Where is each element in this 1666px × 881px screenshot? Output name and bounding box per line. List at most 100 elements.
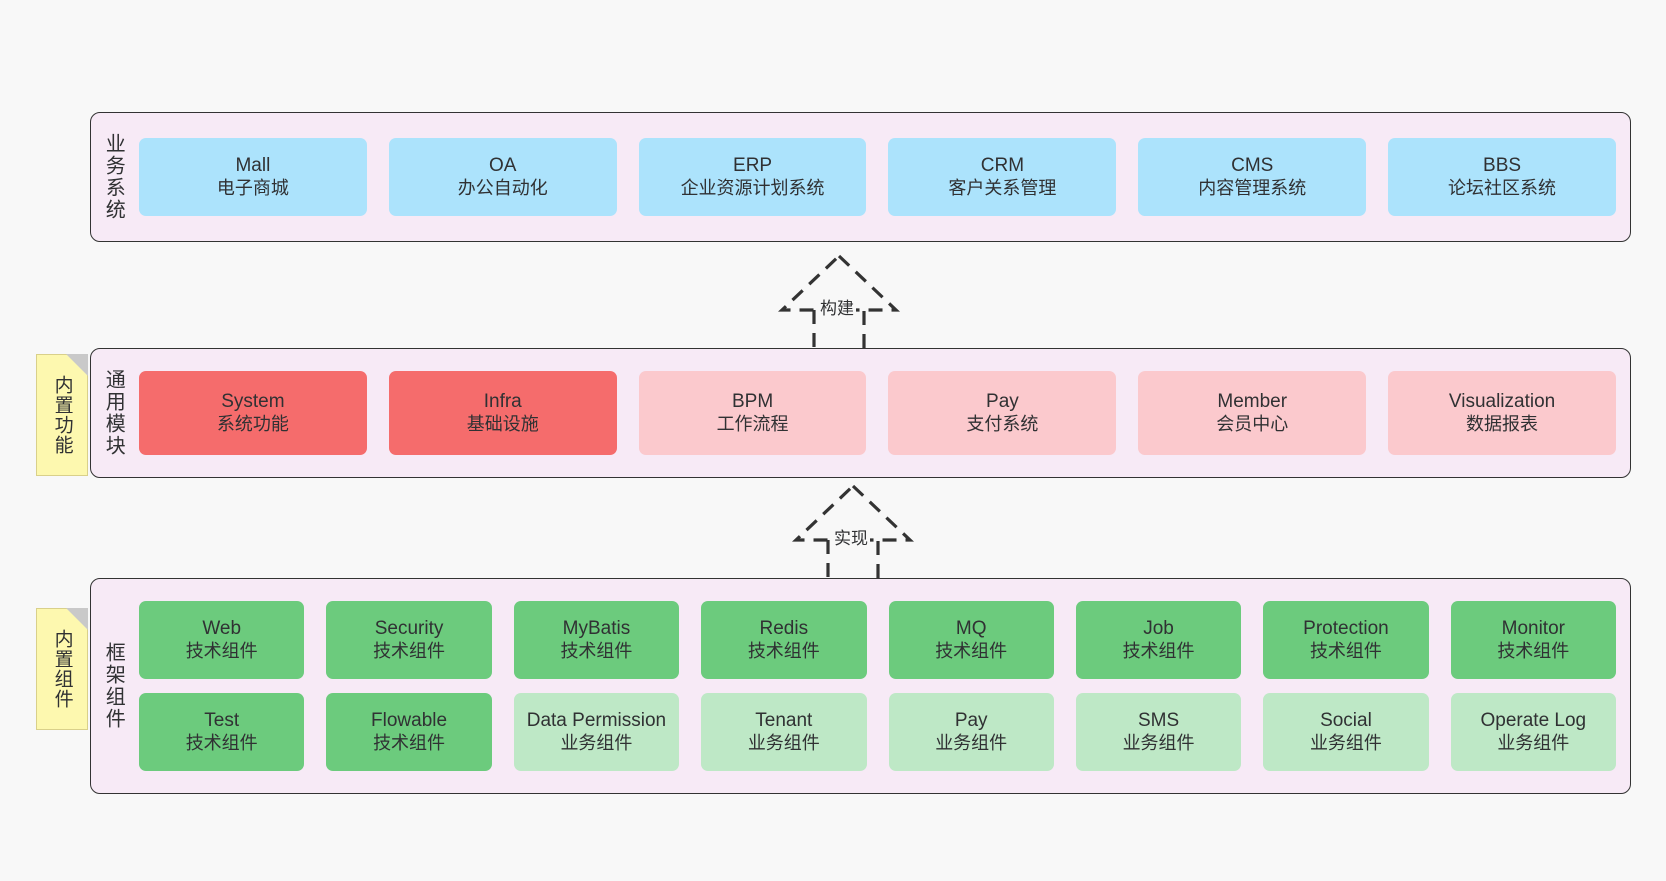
card-title-cn: 业务组件 <box>1122 732 1195 753</box>
card-title-cn: 办公自动化 <box>457 177 548 198</box>
note-builtin-components-label: 内置组件 <box>51 629 73 709</box>
card-title-cn: 技术组件 <box>1497 640 1570 661</box>
card-security[interactable]: Security 技术组件 <box>326 601 492 679</box>
framework-card-row-2: Test 技术组件 Flowable 技术组件 Data Permission … <box>139 693 1616 771</box>
card-title-en: Web <box>202 618 242 640</box>
card-title-en: Pay <box>954 710 988 732</box>
card-tenant[interactable]: Tenant 业务组件 <box>701 693 867 771</box>
card-erp[interactable]: ERP 企业资源计划系统 <box>638 138 867 216</box>
card-title-en: ERP <box>733 155 773 177</box>
connector-realize-label: 实现 <box>832 524 870 549</box>
connector-build: 构建 <box>754 252 924 352</box>
modules-card-row: System 系统功能 Infra 基础设施 BPM 工作流程 Pay 支付系统… <box>139 371 1616 455</box>
card-protection[interactable]: Protection 技术组件 <box>1263 601 1429 679</box>
layer-title-modules: 通用模块 <box>102 369 125 457</box>
card-title-cn: 技术组件 <box>1122 640 1195 661</box>
card-title-cn: 技术组件 <box>935 640 1008 661</box>
business-card-row: Mall 电子商城 OA 办公自动化 ERP 企业资源计划系统 CRM 客户关系… <box>139 138 1616 216</box>
card-title-cn: 技术组件 <box>185 640 258 661</box>
card-title-cn: 技术组件 <box>373 640 446 661</box>
card-title-en: Operate Log <box>1480 710 1587 732</box>
card-title-cn: 数据报表 <box>1466 413 1539 434</box>
card-title-cn: 会员中心 <box>1216 413 1289 434</box>
layer-body-business: Mall 电子商城 OA 办公自动化 ERP 企业资源计划系统 CRM 客户关系… <box>135 113 1630 241</box>
card-title-en: Data Permission <box>526 710 667 732</box>
card-web[interactable]: Web 技术组件 <box>139 601 305 679</box>
card-title-cn: 内容管理系统 <box>1198 177 1307 198</box>
card-oa[interactable]: OA 办公自动化 <box>388 138 617 216</box>
card-redis[interactable]: Redis 技术组件 <box>701 601 867 679</box>
card-title-cn: 技术组件 <box>560 640 633 661</box>
card-bpm[interactable]: BPM 工作流程 <box>638 371 867 455</box>
card-visualization[interactable]: Visualization 数据报表 <box>1388 371 1616 455</box>
card-title-cn: 系统功能 <box>216 413 289 434</box>
connector-build-label: 构建 <box>818 294 856 319</box>
card-title-en: Tenant <box>755 710 813 732</box>
card-job[interactable]: Job 技术组件 <box>1075 601 1242 679</box>
card-title-cn: 客户关系管理 <box>948 177 1057 198</box>
card-title-cn: 业务组件 <box>1497 732 1570 753</box>
card-member[interactable]: Member 会员中心 <box>1138 371 1367 455</box>
note-builtin-features-label: 内置功能 <box>51 375 73 455</box>
card-title-cn: 工作流程 <box>716 413 789 434</box>
card-title-en: Flowable <box>371 710 448 732</box>
layer-business-systems: 业务系统 Mall 电子商城 OA 办公自动化 ERP 企业资源计划系统 CRM… <box>90 112 1631 242</box>
card-title-cn: 业务组件 <box>935 732 1008 753</box>
card-system[interactable]: System 系统功能 <box>139 371 367 455</box>
card-monitor[interactable]: Monitor 技术组件 <box>1450 601 1616 679</box>
note-builtin-components: 内置组件 <box>36 608 88 730</box>
card-title-en: BBS <box>1483 155 1522 177</box>
connector-build-arrow <box>777 253 901 352</box>
card-title-cn: 业务组件 <box>747 732 820 753</box>
card-bbs[interactable]: BBS 论坛社区系统 <box>1388 138 1616 216</box>
layer-title-framework: 框架组件 <box>102 642 125 730</box>
card-sms[interactable]: SMS 业务组件 <box>1075 693 1242 771</box>
card-title-en: Infra <box>483 391 522 413</box>
card-title-cn: 技术组件 <box>185 732 258 753</box>
card-title-en: Member <box>1217 391 1288 413</box>
card-title-cn: 企业资源计划系统 <box>680 177 825 198</box>
card-title-en: Job <box>1143 618 1174 640</box>
layer-framework-components: 框架组件 Web 技术组件 Security 技术组件 MyBatis 技术组件… <box>90 578 1631 794</box>
card-title-cn: 基础设施 <box>466 413 539 434</box>
card-mq[interactable]: MQ 技术组件 <box>888 601 1054 679</box>
layer-common-modules: 通用模块 System 系统功能 Infra 基础设施 BPM 工作流程 Pay… <box>90 348 1631 478</box>
card-title-en: SMS <box>1137 710 1180 732</box>
card-social[interactable]: Social 业务组件 <box>1263 693 1429 771</box>
card-title-en: System <box>221 391 285 413</box>
card-flowable[interactable]: Flowable 技术组件 <box>326 693 492 771</box>
card-title-en: Monitor <box>1501 618 1565 640</box>
card-pay-component[interactable]: Pay 业务组件 <box>888 693 1054 771</box>
card-operate-log[interactable]: Operate Log 业务组件 <box>1450 693 1616 771</box>
card-title-cn: 业务组件 <box>1309 732 1382 753</box>
card-cms[interactable]: CMS 内容管理系统 <box>1138 138 1367 216</box>
card-title-en: Mall <box>235 155 271 177</box>
card-title-en: CRM <box>980 155 1025 177</box>
card-title-en: CMS <box>1231 155 1274 177</box>
layer-body-framework: Web 技术组件 Security 技术组件 MyBatis 技术组件 Redi… <box>135 579 1630 793</box>
card-data-permission[interactable]: Data Permission 业务组件 <box>513 693 680 771</box>
card-title-en: OA <box>489 155 517 177</box>
connector-realize-arrow <box>791 483 915 582</box>
card-mall[interactable]: Mall 电子商城 <box>139 138 367 216</box>
card-pay-module[interactable]: Pay 支付系统 <box>888 371 1117 455</box>
card-title-en: Security <box>374 618 444 640</box>
card-title-cn: 技术组件 <box>373 732 446 753</box>
card-mybatis[interactable]: MyBatis 技术组件 <box>513 601 680 679</box>
card-title-en: Social <box>1320 710 1372 732</box>
layer-body-modules: System 系统功能 Infra 基础设施 BPM 工作流程 Pay 支付系统… <box>135 349 1630 477</box>
card-title-en: Protection <box>1303 618 1389 640</box>
card-infra[interactable]: Infra 基础设施 <box>388 371 617 455</box>
card-crm[interactable]: CRM 客户关系管理 <box>888 138 1117 216</box>
layer-title-business: 业务系统 <box>102 133 125 221</box>
card-title-cn: 业务组件 <box>560 732 633 753</box>
card-title-cn: 电子商城 <box>216 177 289 198</box>
card-test[interactable]: Test 技术组件 <box>139 693 305 771</box>
note-builtin-features: 内置功能 <box>36 354 88 476</box>
card-title-cn: 支付系统 <box>966 413 1039 434</box>
card-title-en: MQ <box>955 618 987 640</box>
card-title-en: Pay <box>986 391 1019 413</box>
card-title-en: Test <box>204 710 240 732</box>
card-title-cn: 技术组件 <box>747 640 820 661</box>
